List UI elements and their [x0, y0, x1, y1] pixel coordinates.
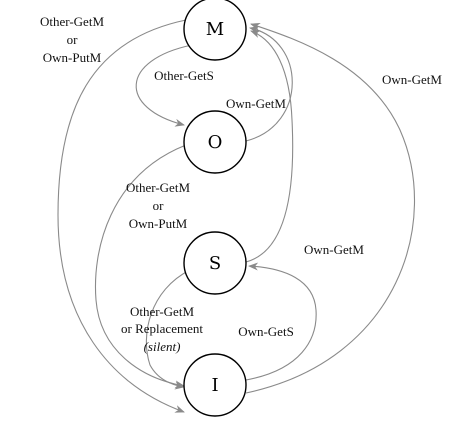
label-s-to-i-line2: or Replacement	[121, 321, 203, 336]
state-m: M	[183, 0, 247, 61]
edge-s-to-i	[145, 269, 191, 390]
label-s-to-m: Own-GetM	[304, 242, 364, 257]
edge-i-to-s	[245, 262, 317, 381]
label-s-to-i-line1: Other-GetM	[130, 304, 194, 319]
label-m-to-i-line3: Own-PutM	[43, 50, 102, 65]
label-o-to-i-line1: Other-GetM	[126, 180, 190, 195]
label-m-to-o: Other-GetS	[154, 68, 214, 83]
state-i: I	[183, 353, 247, 417]
edge-m-to-o	[135, 44, 193, 127]
label-o-to-i: Other-GetM or Own-PutM	[126, 180, 190, 231]
edge-s-to-m	[245, 30, 294, 263]
state-o: O	[183, 110, 247, 174]
label-s-to-i: Other-GetM or Replacement (silent)	[121, 304, 203, 354]
label-o-to-i-line3: Own-PutM	[129, 216, 188, 231]
state-o-label: O	[208, 132, 223, 153]
edge-o-to-i	[94, 144, 187, 389]
edge-i-to-m	[245, 22, 416, 394]
edge-m-to-i	[57, 19, 187, 413]
label-m-to-i: Other-GetM or Own-PutM	[40, 14, 104, 65]
state-i-label: I	[211, 375, 218, 396]
edge-o-to-m	[245, 25, 293, 142]
state-s: S	[183, 231, 247, 295]
state-m-label: M	[206, 19, 224, 40]
state-s-label: S	[209, 253, 221, 274]
label-m-to-i-line1: Other-GetM	[40, 14, 104, 29]
label-o-to-m: Own-GetM	[226, 96, 286, 111]
label-m-to-i-line2: or	[67, 32, 79, 47]
label-i-to-s: Own-GetS	[238, 324, 294, 339]
label-s-to-i-line3: (silent)	[144, 339, 181, 354]
label-o-to-i-line2: or	[153, 198, 165, 213]
label-i-to-m: Own-GetM	[382, 72, 442, 87]
